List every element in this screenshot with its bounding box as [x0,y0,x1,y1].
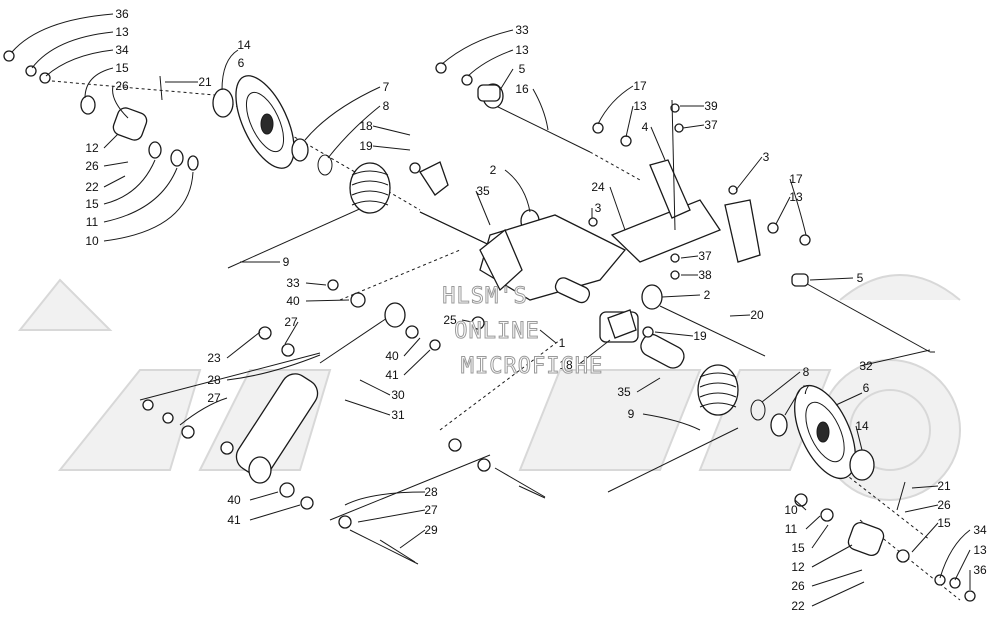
callout-9: 9 [283,255,290,269]
callout-14: 14 [855,419,869,433]
callout-11: 11 [86,215,99,229]
torsion-springs [349,162,739,416]
callout-15: 15 [791,541,805,555]
callout-16: 16 [515,82,529,96]
callout-27: 27 [424,503,438,517]
callout-34: 34 [973,523,987,537]
callout-21: 21 [198,75,212,89]
callout-37: 37 [704,118,718,132]
callout-23: 23 [207,351,221,365]
callout-17: 17 [633,79,647,93]
callout-13: 13 [633,99,647,113]
callout-28: 28 [207,373,221,387]
callout-40: 40 [286,294,300,308]
callout-13: 13 [973,543,987,557]
callout-2: 2 [704,288,711,302]
callout-27: 27 [284,315,298,329]
axle-arms [112,107,885,557]
callout-4: 4 [642,120,649,134]
callout-13: 13 [115,25,129,39]
shock-absorber [235,302,406,484]
watermark: HLSM'S ONLINE MICROFICHE [442,284,603,380]
callout-6: 6 [238,56,245,70]
idler-wheel-right [794,384,875,481]
callout-38: 38 [698,268,712,282]
callout-10: 10 [784,503,798,517]
callout-12: 12 [85,141,99,155]
callout-20: 20 [750,308,764,322]
callout-22: 22 [85,180,99,194]
callout-24: 24 [591,180,605,194]
callout-22: 22 [791,599,805,613]
callout-31: 31 [391,408,405,422]
watermark-line-3: MICROFICHE [461,354,603,379]
callout-8: 8 [383,99,390,113]
callout-28: 28 [424,485,438,499]
callout-37: 37 [698,249,712,263]
watermark-line-1: HLSM'S [442,284,527,309]
callout-11: 11 [785,522,798,536]
callout-13: 13 [515,43,529,57]
callout-3: 3 [763,150,770,164]
callout-35: 35 [476,184,490,198]
callout-5: 5 [857,271,864,285]
bearings [80,95,788,437]
callout-15: 15 [937,516,951,530]
callout-29: 29 [424,523,438,537]
callout-5: 5 [519,62,526,76]
callout-33: 33 [515,23,529,37]
small-hardware [3,50,976,602]
idler-wheel-left [212,75,295,169]
callout-40: 40 [227,493,241,507]
callout-30: 30 [391,388,405,402]
callout-41: 41 [385,368,399,382]
callout-14: 14 [237,38,251,52]
callout-21: 21 [937,479,951,493]
callout-7: 7 [803,383,810,397]
callout-33: 33 [286,276,300,290]
callout-41: 41 [227,513,241,527]
callout-36: 36 [973,563,987,577]
callout-35: 35 [617,385,631,399]
callout-6: 6 [863,381,870,395]
callout-18: 18 [559,358,573,372]
callout-3: 3 [595,201,602,215]
shafts [139,101,931,565]
callout-26: 26 [115,79,129,93]
callout-36: 36 [115,7,129,21]
callout-8: 8 [803,365,810,379]
callout-32: 32 [859,359,873,373]
callout-26: 26 [791,579,805,593]
callout-25: 25 [443,313,457,327]
leader-lines [11,13,971,607]
callout-19: 19 [693,329,707,343]
watermark-line-2: ONLINE [454,319,539,344]
callout-15: 15 [115,61,129,75]
callout-10: 10 [85,234,99,248]
callout-2: 2 [490,163,497,177]
callout-19: 19 [359,139,373,153]
callout-17: 17 [789,172,803,186]
callout-15: 15 [85,197,99,211]
callout-39: 39 [704,99,718,113]
callout-13: 13 [789,190,803,204]
callout-12: 12 [791,560,805,574]
callout-1: 1 [559,336,566,350]
callout-18: 18 [359,119,373,133]
callout-9: 9 [628,407,635,421]
callout-26: 26 [85,159,99,173]
callout-26: 26 [937,498,951,512]
callout-34: 34 [115,43,129,57]
center-frame [479,159,761,343]
callout-40: 40 [385,349,399,363]
callout-27: 27 [207,391,221,405]
callout-7: 7 [383,80,390,94]
